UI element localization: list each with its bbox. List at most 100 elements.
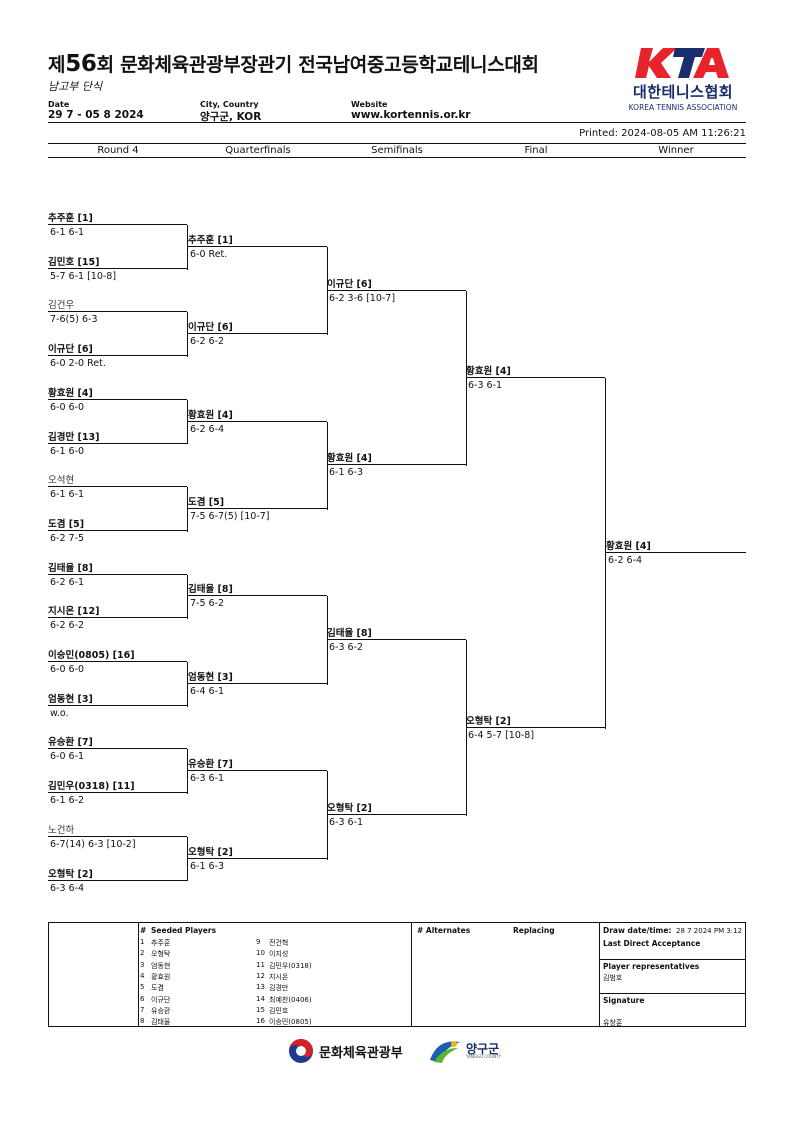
kta-logo-mark xyxy=(635,48,729,78)
seed-number: 2 xyxy=(140,949,145,958)
bracket-connector xyxy=(187,312,188,358)
event-subtitle: 남고부 단식 xyxy=(48,80,103,93)
yanggu-emblem-icon xyxy=(430,1041,460,1063)
r16-player-score: 6-3 6-4 xyxy=(50,882,85,894)
seed-number: 7 xyxy=(140,1005,145,1014)
bracket-connector xyxy=(187,836,188,882)
header-divider xyxy=(48,122,746,123)
qf-player-score: 6-2 6-2 xyxy=(190,336,225,348)
seed-number: 3 xyxy=(140,960,145,969)
player-representatives-label: Player representatives xyxy=(603,962,700,971)
r16-player-name: 도겸 [5] xyxy=(48,519,187,531)
county-name-en: YANGGU COUNTY xyxy=(466,1054,502,1059)
bracket-connector xyxy=(327,246,328,336)
seed-number: 10 xyxy=(256,949,265,958)
r16-player-score: 6-1 6-1 xyxy=(50,227,85,238)
bracket-connector xyxy=(466,290,467,467)
r16-player-name: 이규단 [6] xyxy=(48,344,187,357)
r16-player-name: 엄동현 [3] xyxy=(48,694,187,706)
seed-number: 14 xyxy=(256,994,265,1003)
qf-player-score: 7-5 6-7(5) [10-7] xyxy=(190,511,270,523)
r16-player-score: 6-1 6-1 xyxy=(50,489,85,501)
r16-player-score: 6-7(14) 6-3 [10-2] xyxy=(50,838,136,850)
seed-number: 12 xyxy=(256,971,265,980)
qf-player-name: 추주훈 [1] xyxy=(188,235,327,247)
round-header-qf: Quarterfinals xyxy=(225,145,291,156)
sf-player-name: 오형탁 [2] xyxy=(327,803,466,815)
sf-player-name: 이규단 [6] xyxy=(327,279,466,291)
draw-date-value: 28 7 2024 PM 3:12 xyxy=(676,926,743,935)
seed-player-name: 황효원 xyxy=(151,972,171,981)
bracket-connector xyxy=(327,596,328,685)
date-label: Date xyxy=(48,100,70,109)
draw-date-label: Draw date/time: xyxy=(603,926,672,935)
r16-player-score: 6-1 6-0 xyxy=(50,445,85,457)
bracket-connector xyxy=(187,487,188,532)
round-header-final: Final xyxy=(524,145,548,156)
seed-player-name: 이규단 xyxy=(151,995,171,1004)
r16-player-name: 김경만 [13] xyxy=(48,432,187,444)
sf-player-score: 6-2 3-6 [10-7] xyxy=(329,292,396,304)
seeded-players-header: Seeded Players xyxy=(151,926,217,935)
seed-player-name: 김민우(0318) xyxy=(269,961,312,970)
r16-player-score: 6-1 6-2 xyxy=(50,795,85,807)
r16-player-name: 오형탁 [2] xyxy=(48,869,187,881)
round-header-r16: Round 4 xyxy=(97,145,139,156)
r16-player-score: 6-0 6-1 xyxy=(50,751,85,763)
qf-player-score: 6-2 6-4 xyxy=(190,423,225,435)
website-label: Website xyxy=(351,100,388,109)
bracket-connector xyxy=(187,225,188,270)
bracket-connector xyxy=(187,749,188,795)
r16-player-name: 김건우 xyxy=(48,300,187,313)
qf-player-score: 6-0 Ret. xyxy=(190,248,228,260)
signature-label: Signature xyxy=(603,996,645,1005)
seed-player-name: 오형탁 xyxy=(151,950,171,959)
seed-player-name: 최예찬(0406) xyxy=(269,995,312,1004)
bracket-connector xyxy=(187,399,188,445)
seed-player-name: 유승환 xyxy=(151,1006,171,1015)
bracket-connector xyxy=(605,377,606,729)
seed-number: 15 xyxy=(256,1005,265,1014)
ministry-logo: 문화체육관광부 xyxy=(288,1036,403,1066)
city-label: City, Country xyxy=(200,100,259,109)
seed-player-name: 엄동현 xyxy=(151,961,171,970)
last-direct-acceptance-label: Last Direct Acceptance xyxy=(603,939,701,948)
round-divider-bottom xyxy=(48,157,746,158)
seed-player-name: 김태율 xyxy=(151,1018,171,1027)
bracket-connector xyxy=(327,771,328,860)
seed-player-name: 전건혁 xyxy=(269,939,289,947)
round-header-winner: Winner xyxy=(658,145,694,156)
taegeuk-icon xyxy=(289,1039,313,1063)
signature-name: 유창훈 xyxy=(603,1019,623,1027)
qf-player-name: 김태율 [8] xyxy=(188,584,327,597)
sf-player-name: 황효원 [4] xyxy=(327,453,466,466)
r16-player-score: 6-0 2-0 Ret. xyxy=(50,358,106,370)
round-header-sf: Semifinals xyxy=(371,145,423,156)
r16-player-score: w.o. xyxy=(50,707,69,719)
date-value: 29 7 - 05 8 2024 xyxy=(48,109,144,121)
qf-player-name: 유승환 [7] xyxy=(188,759,327,772)
champion-player-score: 6-2 6-4 xyxy=(608,554,643,566)
qf-player-name: 도겸 [5] xyxy=(188,497,327,510)
final-player-score: 6-4 5-7 [10-8] xyxy=(468,729,535,741)
final-player-score: 6-3 6-1 xyxy=(468,379,503,391)
r16-player-name: 추주훈 [1] xyxy=(48,213,187,225)
qf-player-name: 오형탁 [2] xyxy=(188,847,327,859)
seed-player-name: 도겸 xyxy=(151,984,164,993)
seed-number: 9 xyxy=(256,938,261,946)
sf-player-score: 6-3 6-1 xyxy=(329,816,364,828)
r16-player-name: 지시온 [12] xyxy=(48,606,187,619)
r16-player-name: 유승환 [7] xyxy=(48,737,187,750)
seed-number: 1 xyxy=(140,938,145,946)
qf-player-name: 엄동현 [3] xyxy=(188,672,327,684)
r16-player-name: 김태율 [8] xyxy=(48,563,187,575)
final-player-name: 황효원 [4] xyxy=(466,366,605,378)
tournament-title: 제56회 문화체육관광부장관기 전국남여중고등학교테니스대회 xyxy=(48,51,539,77)
alternates-header: # Alternates xyxy=(417,926,471,935)
qf-player-score: 6-4 6-1 xyxy=(190,685,225,697)
sf-player-name: 김태율 [8] xyxy=(327,628,466,641)
bracket-connector xyxy=(187,662,188,707)
r16-player-score: 6-2 6-1 xyxy=(50,576,85,588)
final-player-name: 오형탁 [2] xyxy=(466,716,605,728)
